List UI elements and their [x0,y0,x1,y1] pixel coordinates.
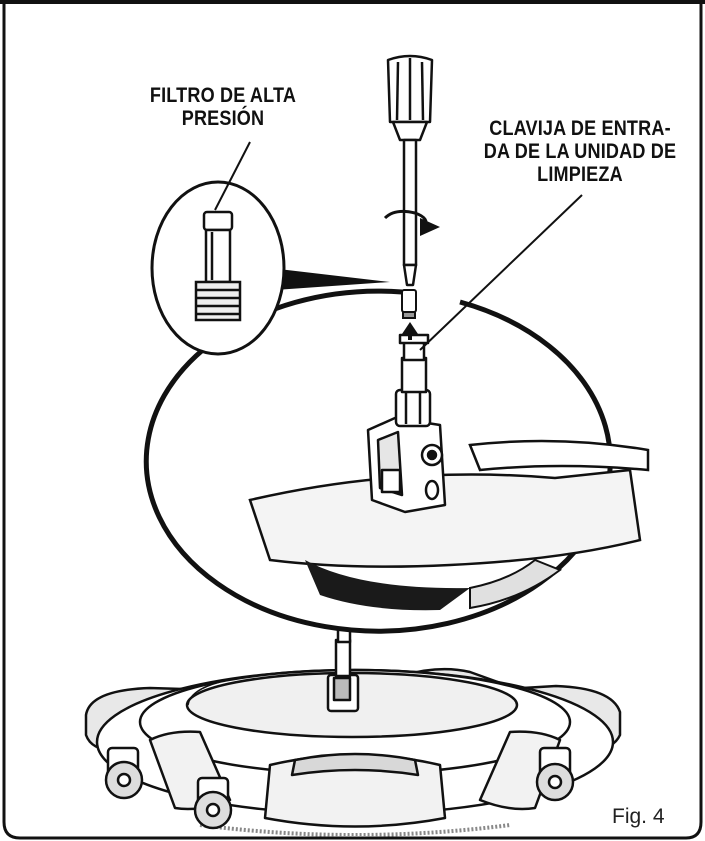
up-arrow-icon [402,322,418,340]
filter-label-line-2: PRESIÓN [181,107,265,130]
filter-label: FILTRO DE ALTA PRESIÓN [124,84,322,130]
inlet-label-line-2: DA DE LA UNIDAD DE [483,140,677,163]
filter-detail-circle [150,180,286,356]
detail-pointer-upper [270,268,390,290]
screwdriver-icon [386,54,434,287]
cleaner-inlet-plug-icon [366,333,447,514]
filter-icon [401,289,417,319]
inlet-label-line-3: LIMPIEZA [537,163,623,186]
detail-circle [143,288,650,634]
wheel-rear-left [193,776,233,830]
surface-cleaner-icon [84,626,622,837]
wheel-front-right [535,746,575,802]
inlet-label: CLAVIJA DE ENTRA- DA DE LA UNIDAD DE LIM… [460,117,701,186]
wheel-front-left [104,746,144,800]
filter-label-line-1: FILTRO DE ALTA [149,84,297,107]
inlet-label-line-1: CLAVIJA DE ENTRA- [489,117,671,140]
leader-inlet [419,194,583,351]
rotation-arrow-icon [383,209,440,236]
figure-label: Fig. 4 [612,805,665,828]
leader-filter [214,141,251,211]
